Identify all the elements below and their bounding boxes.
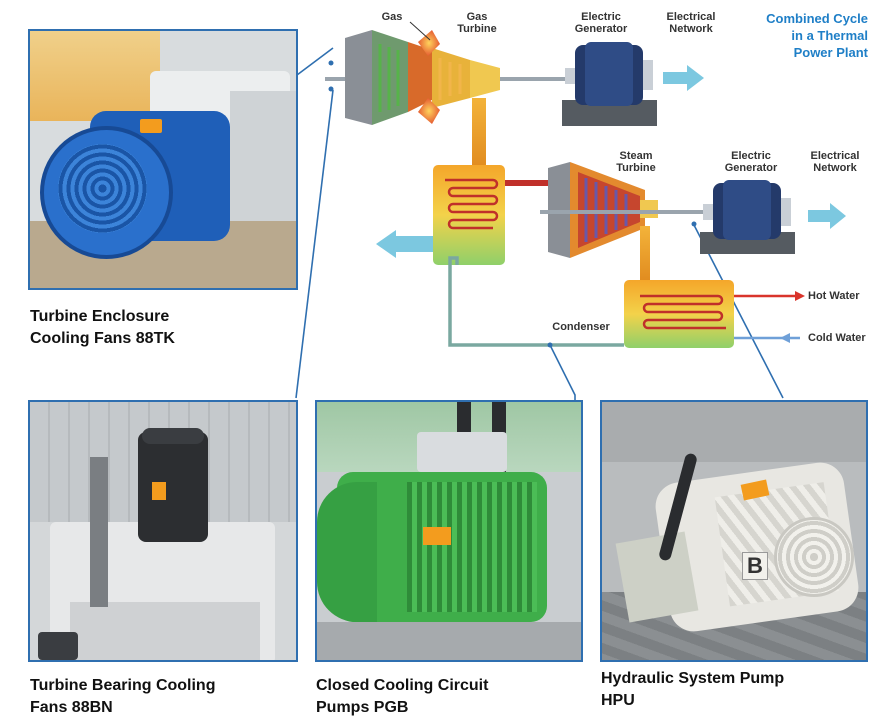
- exhaust-arrow: [376, 230, 433, 258]
- photo-hydraulic-pump: B: [600, 400, 868, 662]
- label-condenser: Condenser: [552, 321, 610, 333]
- sensor-tag-3: [423, 527, 451, 545]
- motor-badge: B: [742, 552, 768, 580]
- pointer-line-enclosure: [296, 47, 334, 76]
- output-arrow-2: [808, 203, 846, 229]
- label-steam-turbine: Steam Turbine: [616, 150, 656, 174]
- caption-bearing-fans: Turbine Bearing Cooling Fans 88BN: [30, 677, 216, 716]
- hydraulic-pump-fan-cover: [774, 517, 854, 597]
- steam-line: [505, 180, 550, 186]
- cold-water-arrow: [780, 333, 790, 343]
- enclosure-fan-grille: [40, 126, 173, 259]
- exhaust-pipe: [472, 98, 486, 170]
- label-electrical-network-1: Electrical Network: [666, 11, 716, 35]
- pointer-dot-1: [328, 60, 334, 66]
- caption-cooling-pumps: Closed Cooling Circuit Pumps PGB: [316, 677, 489, 716]
- gas-leader: [409, 21, 431, 41]
- heat-recovery-boiler: [433, 165, 505, 265]
- label-gas-turbine: Gas Turbine: [457, 11, 497, 35]
- pointer-line-cooling: [549, 344, 576, 402]
- condensate-return-line: [448, 256, 624, 347]
- caption-hydraulic-pump: Hydraulic System Pump HPU: [601, 670, 785, 709]
- electric-generator-2: [700, 180, 795, 254]
- photo-enclosure-fans: [28, 29, 298, 290]
- label-hot-water: Hot Water: [808, 290, 860, 302]
- pointer-dot-2: [328, 86, 334, 92]
- pointer-dot-4: [547, 342, 553, 348]
- photo-cooling-pumps: [315, 400, 583, 662]
- label-gas: Gas: [381, 11, 403, 23]
- output-arrow-1: [663, 65, 704, 91]
- caption-enclosure-fans: Turbine Enclosure Cooling Fans 88TK: [30, 308, 175, 347]
- steam-turbine: [548, 162, 658, 258]
- gas-turbine: [345, 30, 500, 125]
- condenser: [624, 280, 734, 348]
- sensor-tag-2: [152, 482, 166, 500]
- pointer-line-bearing: [295, 89, 334, 399]
- photo-bearing-fans: [28, 400, 298, 662]
- steam-turbine-shaft: [540, 210, 710, 214]
- diagram-title: Combined Cycle in a Thermal Power Plant: [766, 11, 868, 60]
- electric-generator-1: [562, 42, 657, 126]
- bearing-fan-motor: [138, 432, 208, 542]
- hot-water-arrow: [795, 291, 805, 301]
- label-electric-generator-1: Electric Generator: [574, 11, 628, 35]
- label-electric-generator-2: Electric Generator: [724, 150, 778, 174]
- sensor-tag-1: [140, 119, 162, 133]
- label-electrical-network-2: Electrical Network: [810, 150, 860, 174]
- label-cold-water: Cold Water: [808, 332, 866, 344]
- pointer-dot-3: [691, 221, 697, 227]
- exhaust-steam-pipe: [640, 226, 650, 284]
